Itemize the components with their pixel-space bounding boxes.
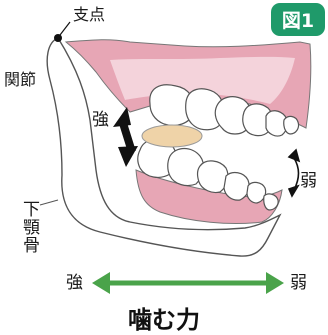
fulcrum-dot: [54, 34, 62, 42]
strong-label-bottom: 強: [66, 275, 83, 292]
fulcrum-leader: [60, 22, 70, 35]
weak-bite-arrow: [289, 150, 299, 196]
fulcrum-label: 支点: [73, 7, 105, 23]
strong-label-top: 強: [92, 112, 109, 129]
strong-bite-arrow: [113, 107, 138, 167]
mandible-label: 下顎骨: [20, 200, 37, 254]
weak-label-bottom: 弱: [290, 275, 307, 292]
food-pad: [142, 125, 202, 147]
joint-label: 関節: [4, 72, 36, 88]
figure-badge: 図1: [271, 3, 325, 36]
force-scale-arrow: [92, 272, 284, 294]
mandible-leader: [40, 200, 58, 205]
weak-label-right: 弱: [300, 173, 317, 190]
